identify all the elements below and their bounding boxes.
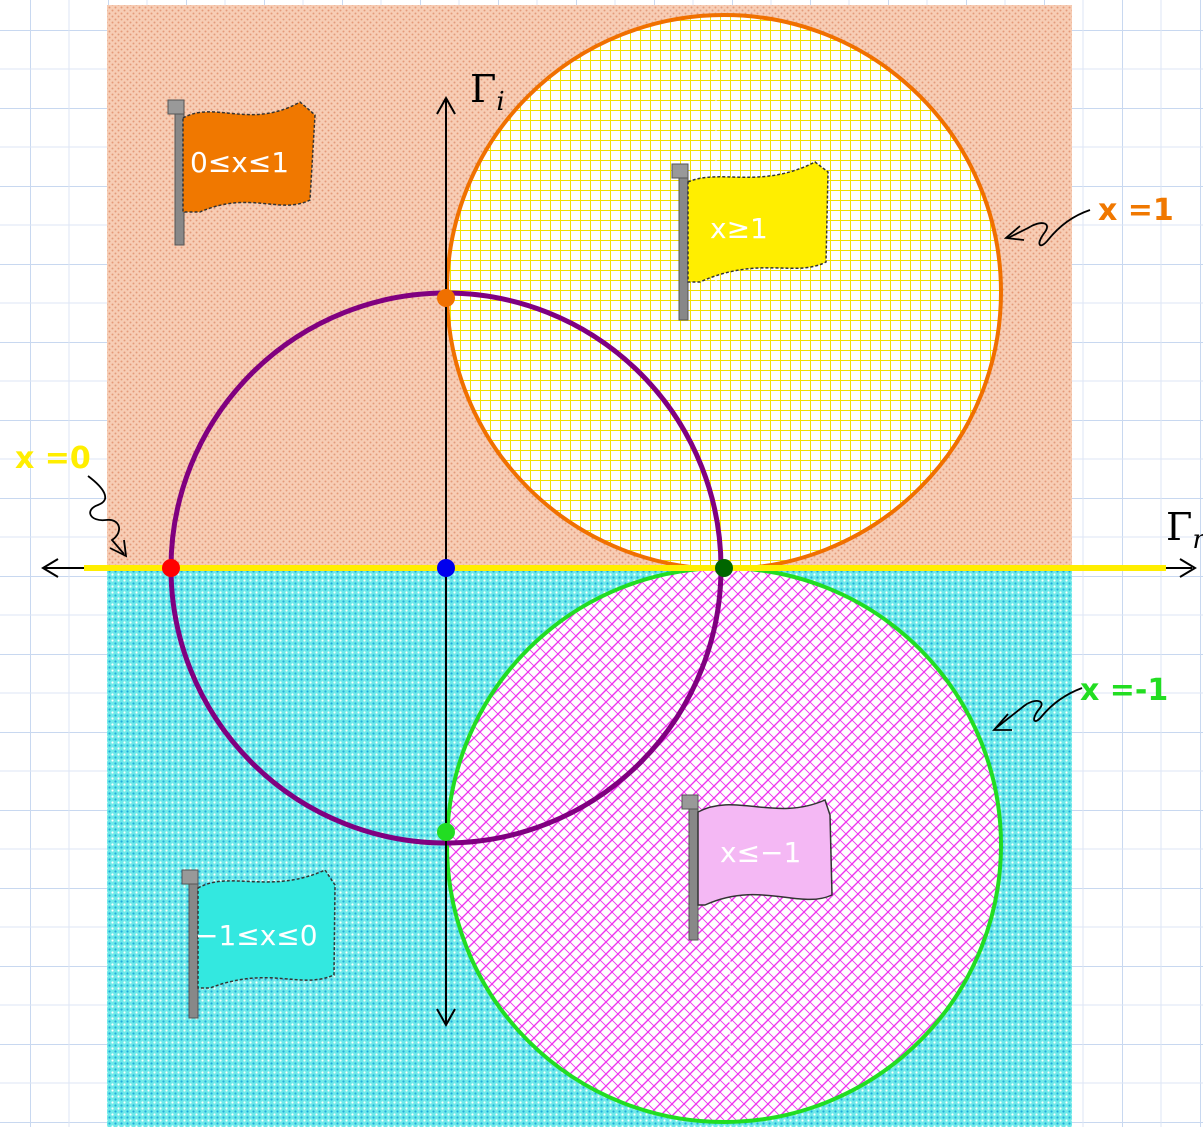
pointer-squiggle-icon [995,687,1083,729]
svg-text:x≤−1: x≤−1 [720,836,801,869]
label-x-eq-neg1: x =-1 [992,673,1168,731]
label-x-eq-0: x =0 [15,441,128,558]
svg-text:x≥1: x≥1 [710,212,768,245]
flag-lower-circle: x≤−1 [681,794,833,941]
flag-icon [181,869,336,1019]
pointer-squiggle-icon [1007,209,1091,247]
flag-lower-left: −1≤x≤0 [181,869,336,1019]
svg-text:x =0: x =0 [15,441,91,476]
point-top-j [437,289,455,307]
flag-icon [167,99,316,246]
svg-text:0≤x≤1: 0≤x≤1 [190,146,289,179]
svg-text:x =1: x =1 [1098,193,1174,228]
point-minus1 [162,559,180,577]
reactance-circle-x1 [445,13,1003,571]
flag-upper-circle: x≥1 [671,161,829,321]
label-x-eq-1: x =1 [1003,193,1174,247]
flag-upper-left: 0≤x≤1 [167,99,316,246]
point-origin [437,559,455,577]
flag-icon [671,161,829,321]
svg-text:x =-1: x =-1 [1080,673,1168,708]
svg-text:−1≤x≤0: −1≤x≤0 [195,919,318,952]
pointer-squiggle-icon [87,475,125,555]
point-bottom-j [437,823,455,841]
point-plus1 [715,559,733,577]
flag-icon [681,794,833,941]
